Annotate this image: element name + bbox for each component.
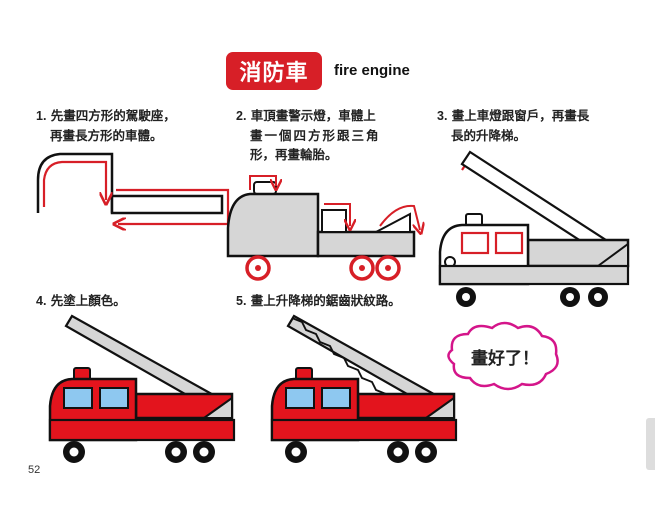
step-3-line-2: 長的升降梯。 [451, 128, 527, 143]
title-en: fire engine [334, 62, 410, 79]
page-number: 52 [28, 464, 41, 476]
step-2-arrow-light [249, 175, 276, 190]
step-5-text: 5. 畫上升降梯的鋸齒狀紋路。 [236, 291, 401, 311]
step-2-number: 2. [236, 109, 247, 123]
step-2-line-2: 畫一個四方形跟三角 [250, 128, 381, 143]
step-3-number: 3. [437, 109, 448, 123]
done-cloud-icon [447, 321, 559, 391]
step-1-illustration [36, 152, 230, 224]
step-2-line-3: 形，再畫輪胎。 [250, 147, 338, 162]
step-1-arrow-body [116, 188, 230, 224]
step-1-line-1: 先畫四方形的駕駛座， [50, 108, 176, 123]
step-4-line-1: 先塗上顏色。 [50, 293, 126, 308]
step-2-text: 2. 車頂畫警示燈，車體上 畫一個四方形跟三角 形，再畫輪胎。 [236, 106, 381, 164]
step-4-number: 4. [36, 294, 47, 308]
step-1-arrow-cab [42, 160, 106, 207]
step-5-illustration [270, 314, 458, 463]
step-4-text: 4. 先塗上顏色。 [36, 291, 126, 311]
step-3-line-1: 畫上車燈跟窗戶，再畫長 [451, 108, 590, 123]
step-2-arrow-triangle [379, 204, 420, 230]
step-1-line-2: 再畫長方形的車體。 [50, 128, 163, 143]
title-badge: 消防車 [226, 52, 322, 90]
step-2-illustration [226, 175, 420, 281]
step-3-text: 3. 畫上車燈跟窗戶，再畫長 長的升降梯。 [437, 106, 589, 145]
step-2-arrow-box [324, 203, 350, 226]
step-5-number: 5. [236, 294, 247, 308]
step-4-illustration [48, 314, 236, 463]
step-1-text: 1. 先畫四方形的駕駛座， 再畫長方形的車體。 [36, 106, 176, 145]
step-3-illustration [438, 150, 630, 307]
step-2-line-1: 車頂畫警示燈，車體上 [250, 108, 376, 123]
done-label: 畫好了！ [471, 349, 539, 369]
page-edge-tab [646, 418, 655, 470]
step-1-number: 1. [36, 109, 47, 123]
step-5-line-1: 畫上升降梯的鋸齒狀紋路。 [250, 293, 401, 308]
title-zh: 消防車 [239, 61, 309, 86]
